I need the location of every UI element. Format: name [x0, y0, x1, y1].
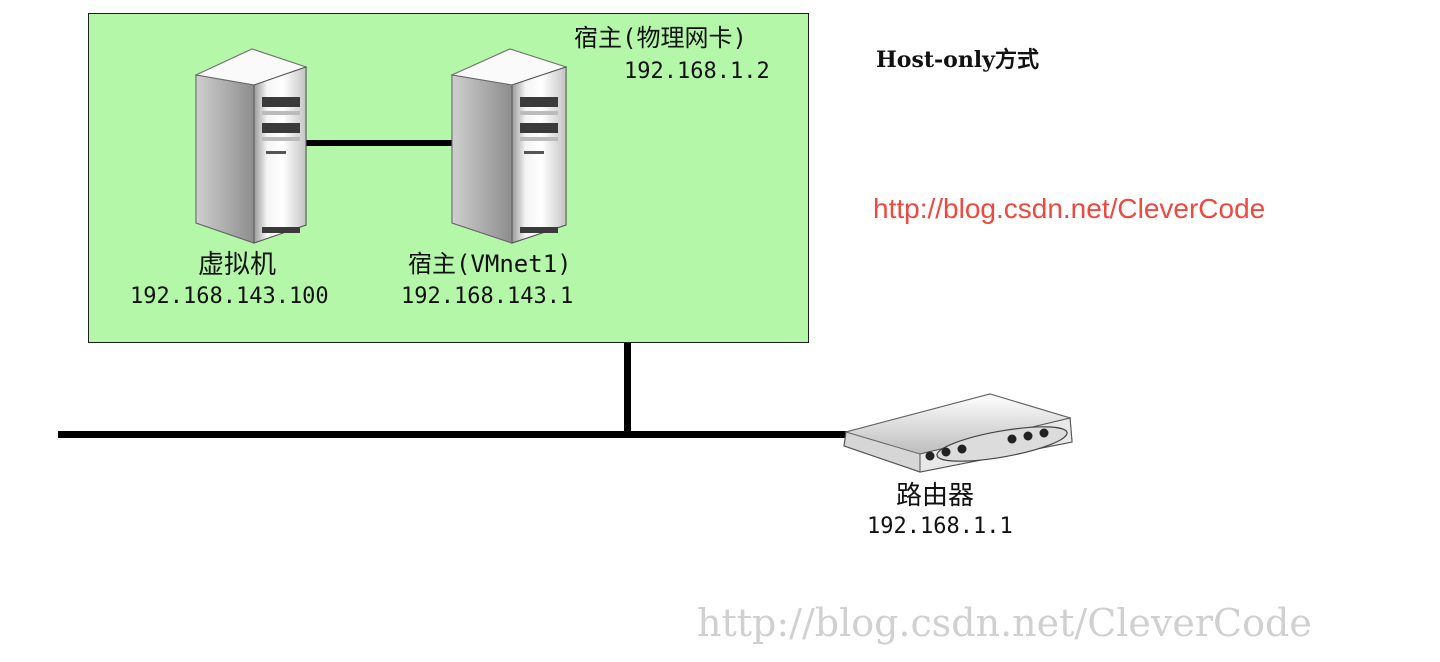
router-icon	[840, 388, 1076, 482]
router-name-label: 路由器	[896, 481, 975, 511]
lan-backbone-cable	[58, 431, 858, 438]
vm-server-icon	[192, 45, 310, 249]
blog-link-text: http://blog.csdn.net/CleverCode	[873, 193, 1266, 224]
diagram-title: Host-only方式	[876, 47, 1039, 73]
host-name-label: 宿主(物理网卡)	[574, 24, 747, 52]
host-ip-label: 192.168.1.2	[624, 59, 770, 84]
router-ip-label: 192.168.1.1	[867, 514, 1013, 539]
vmnet-name-label: 宿主(VMnet1)	[408, 250, 572, 278]
host-uplink-cable	[624, 343, 631, 436]
vm-to-vmnet-cable	[300, 140, 458, 146]
vm-name-label: 虚拟机	[198, 250, 277, 280]
vmnet-ip-label: 192.168.143.1	[401, 284, 574, 309]
vmnet-server-icon	[448, 45, 570, 249]
vm-ip-label: 192.168.143.100	[130, 284, 329, 309]
watermark-text: http://blog.csdn.net/CleverCode	[697, 601, 1312, 645]
